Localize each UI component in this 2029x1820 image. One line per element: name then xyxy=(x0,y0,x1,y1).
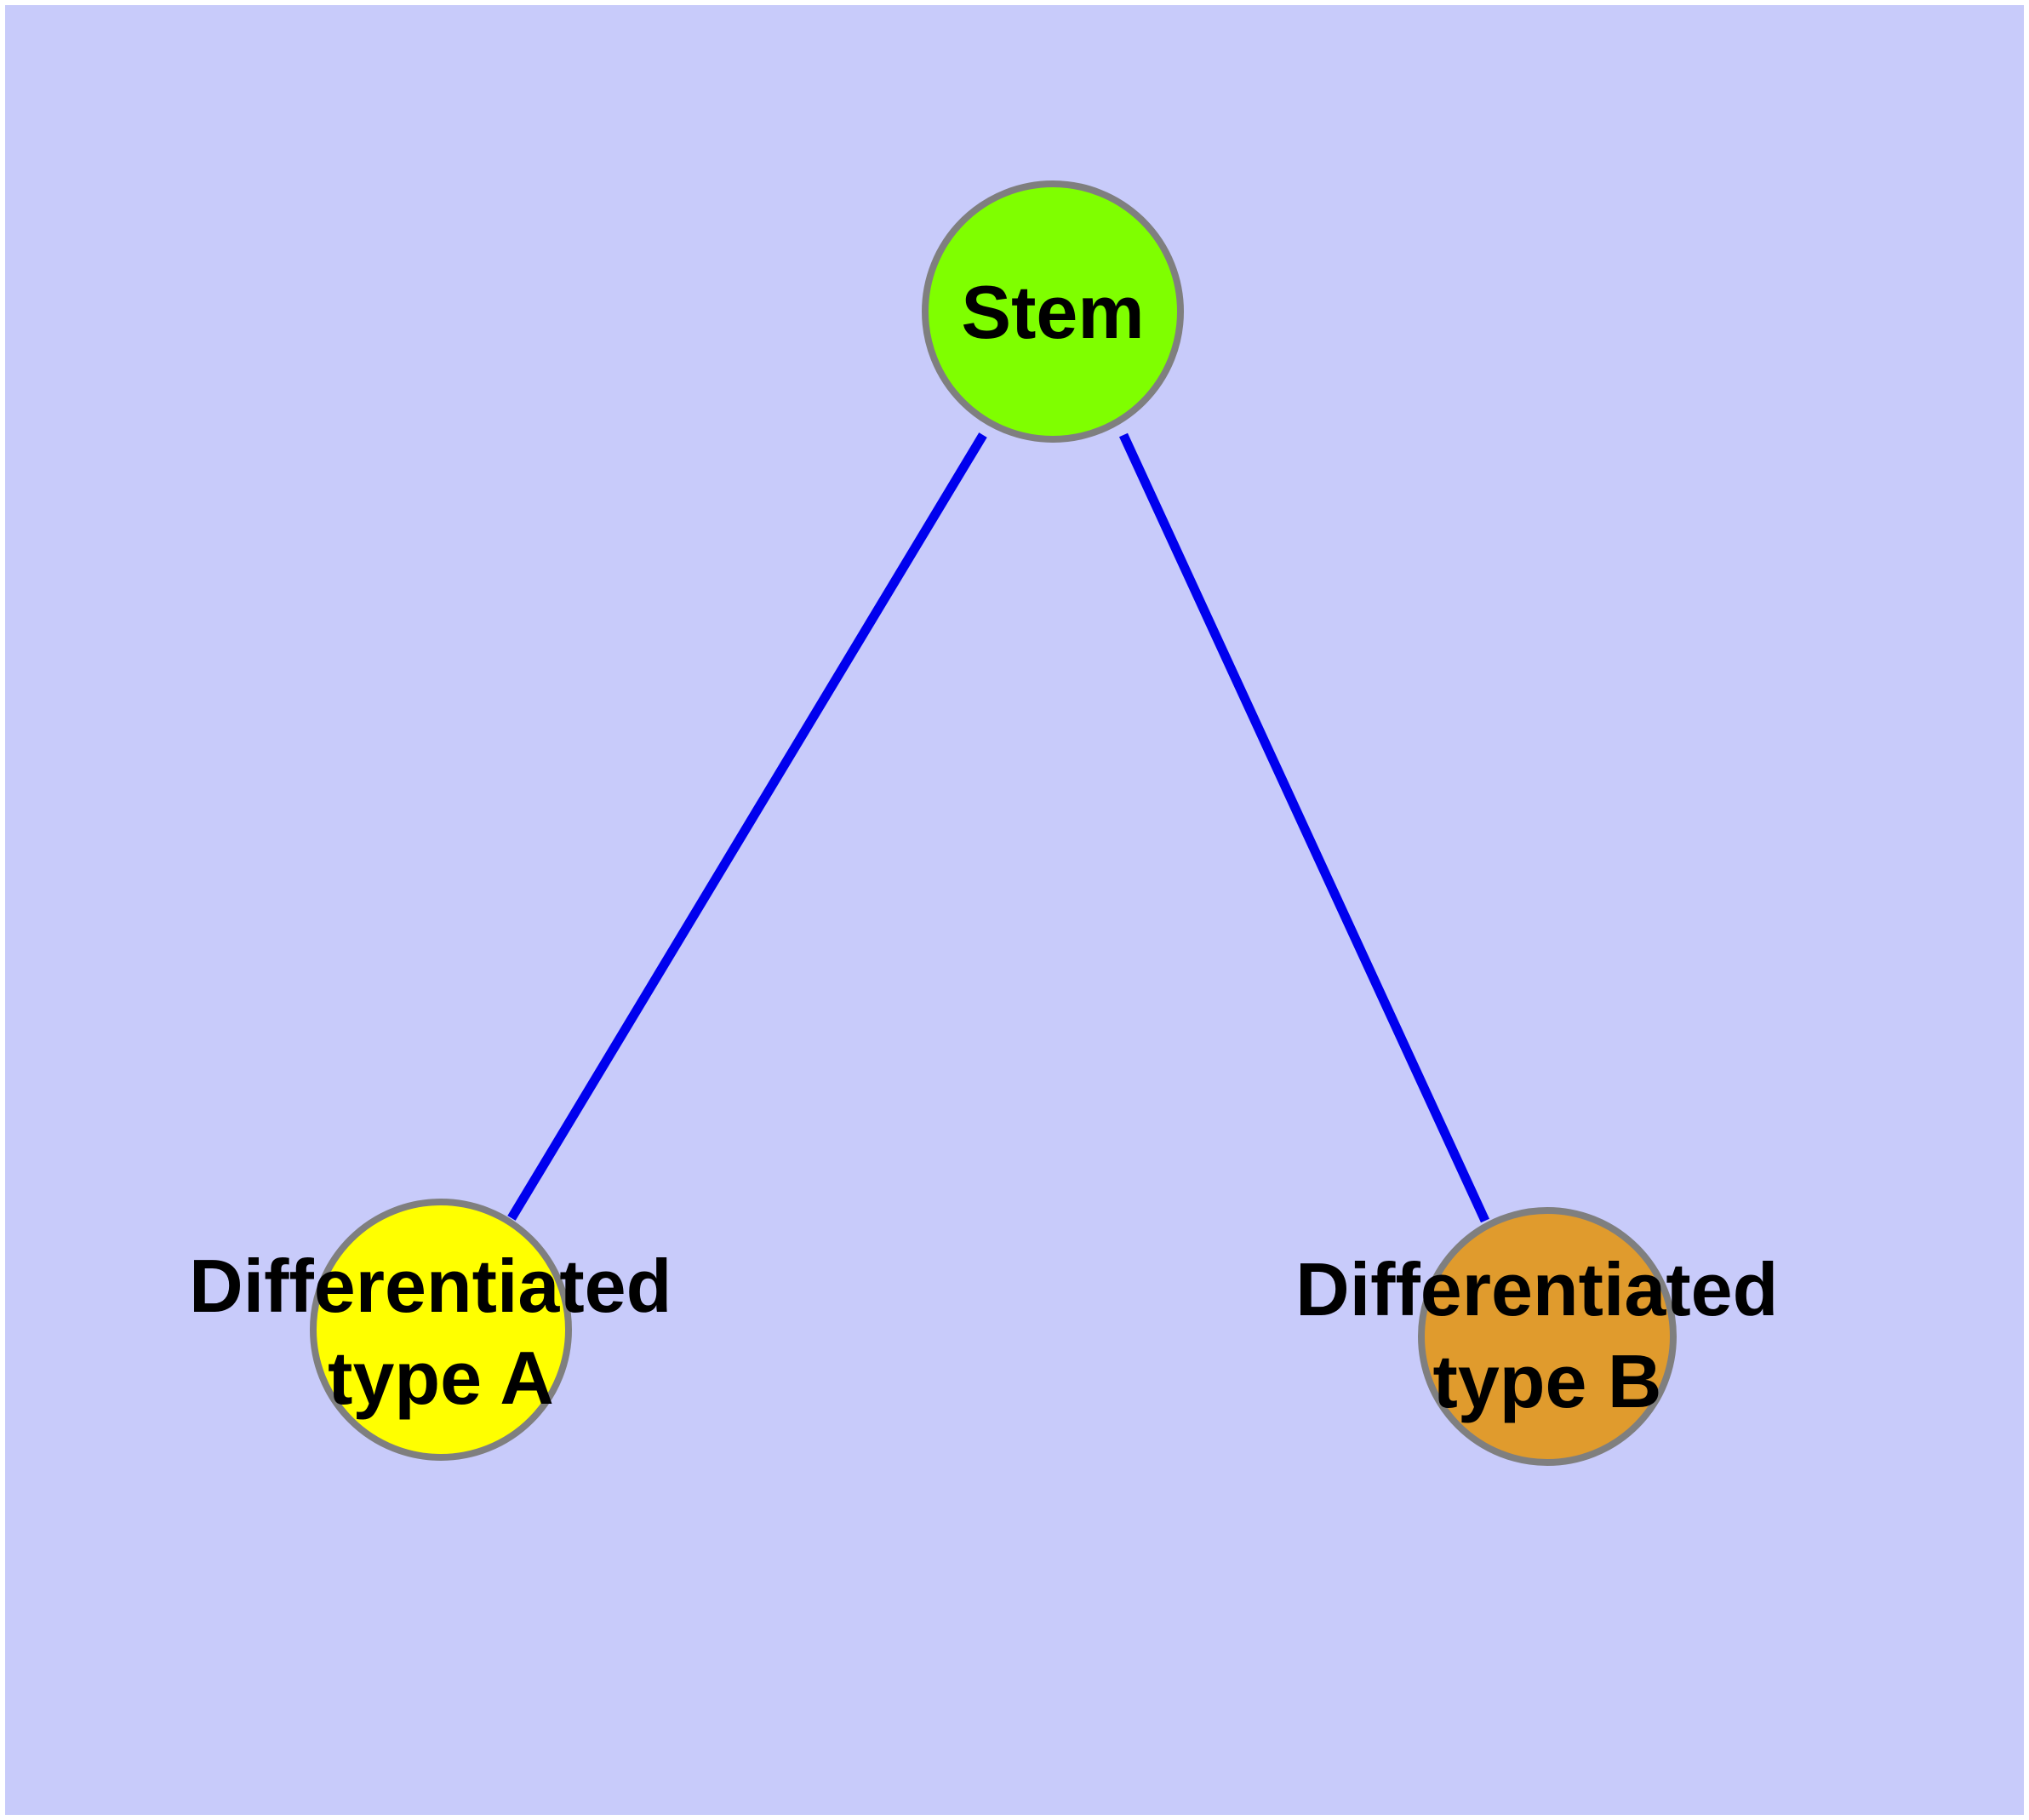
edge-group xyxy=(507,432,1489,1223)
node-diff-b-circle[interactable] xyxy=(1418,1207,1677,1466)
node-diff-b-label: Differentiated type B xyxy=(1295,1247,1799,1423)
edge-stem-to-diff-a[interactable] xyxy=(507,432,987,1221)
node-diff-a-circle[interactable] xyxy=(310,1199,572,1461)
node-diff-a-label-line-1: Differentiated xyxy=(189,1244,672,1328)
node-diff-a[interactable]: Differentiated type A xyxy=(189,1199,693,1461)
edge-stem-to-diff-b[interactable] xyxy=(1119,432,1489,1223)
node-stem-label-line-1: Stem xyxy=(961,270,1144,354)
node-stem-label: Stem xyxy=(961,270,1144,354)
node-stem-circle[interactable] xyxy=(922,180,1184,443)
node-diff-a-label: Differentiated type A xyxy=(189,1244,693,1420)
node-group: Stem Differentiated type A Differentiate… xyxy=(189,180,1799,1466)
node-diff-b-label-line-1: Differentiated xyxy=(1295,1247,1778,1331)
node-stem[interactable]: Stem xyxy=(922,180,1184,443)
node-diff-b-label-line-2: type B xyxy=(1433,1339,1662,1423)
node-diff-b[interactable]: Differentiated type B xyxy=(1295,1207,1799,1466)
node-diff-a-label-line-2: type A xyxy=(328,1336,554,1420)
